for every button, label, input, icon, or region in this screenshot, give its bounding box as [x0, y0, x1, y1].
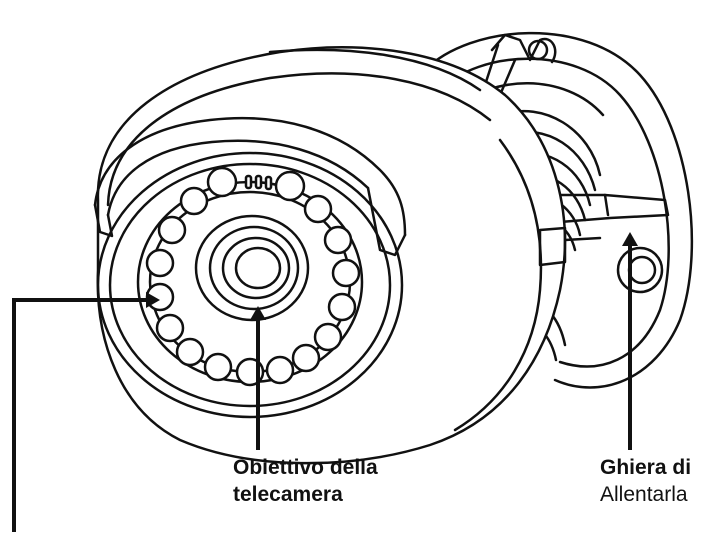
ir-led [291, 343, 321, 373]
callout-leaders [12, 232, 638, 532]
ir-led [323, 225, 353, 255]
ir-led [274, 170, 306, 202]
camera-lens [194, 214, 310, 322]
ir-led [157, 215, 187, 245]
lens-callout-line1: Obiettivo della [233, 456, 378, 479]
front-bezel [96, 151, 404, 419]
ir-led [203, 352, 233, 382]
ring-callout-line2: Allentarla [600, 483, 688, 506]
ir-led [155, 313, 185, 343]
ir-led [313, 322, 343, 352]
ir-led-array [145, 166, 361, 387]
ir-led [303, 194, 333, 224]
lens-callout-line2: telecamera [233, 483, 343, 506]
ring-callout-line1: Ghiera di [600, 456, 692, 479]
lens-callout: Obiettivo della telecamera [233, 454, 378, 508]
ir-led [145, 248, 175, 278]
ir-led [179, 186, 209, 216]
ir-led [175, 337, 205, 367]
ring-callout: Ghiera di Allentarla [600, 454, 691, 508]
camera-body-lines [93, 48, 567, 432]
ir-led [265, 355, 295, 385]
ir-led [206, 166, 238, 198]
ir-led [331, 258, 361, 288]
ir-led [327, 292, 357, 322]
